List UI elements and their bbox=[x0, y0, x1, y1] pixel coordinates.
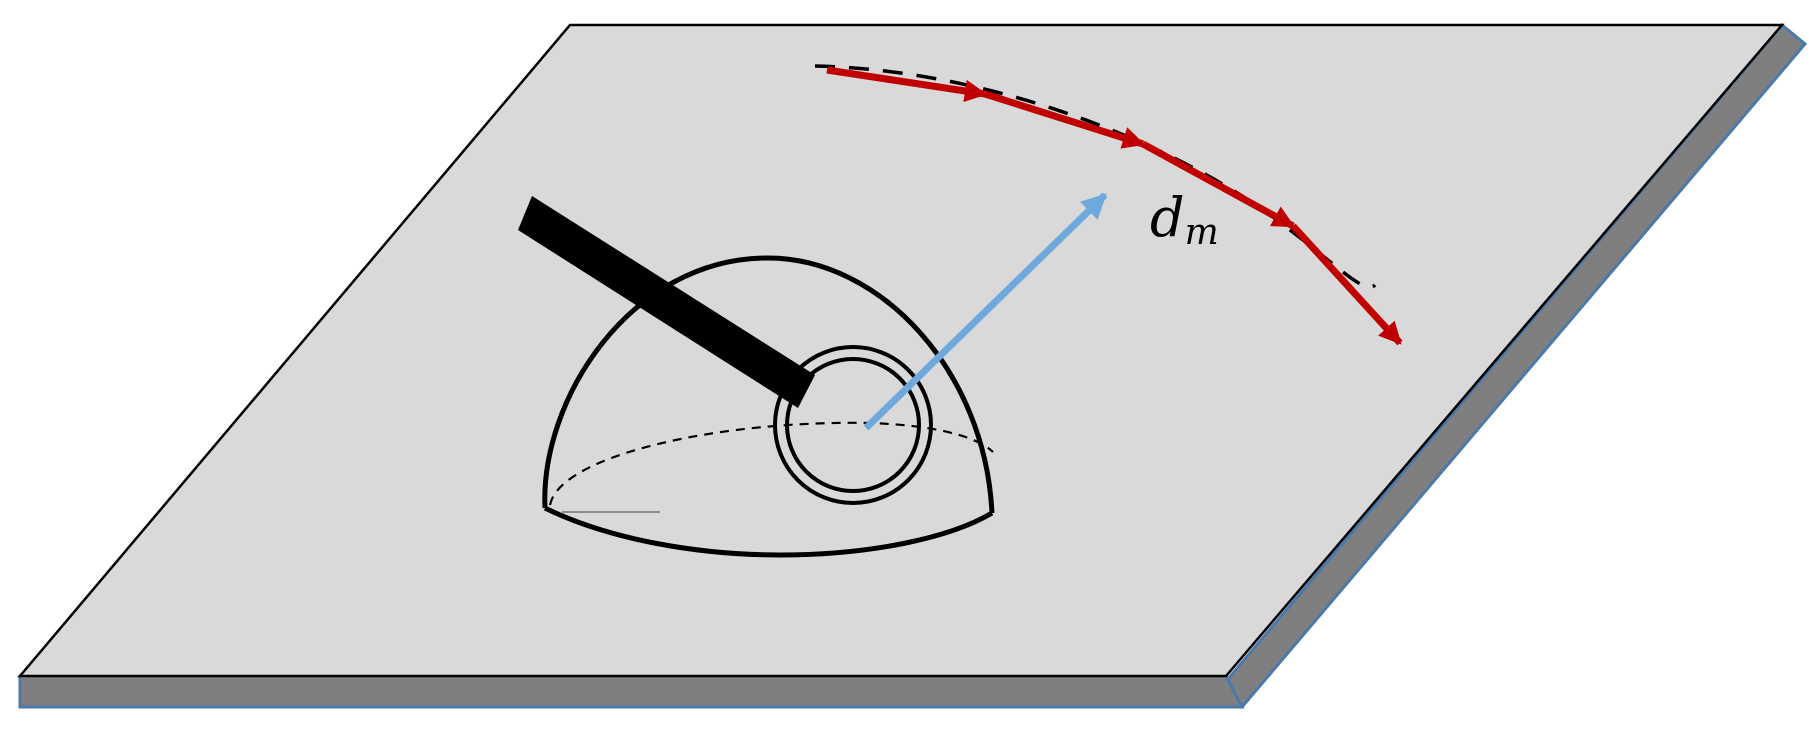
plate-front-edge bbox=[18, 674, 1245, 709]
arc-label-subscript: m bbox=[1185, 212, 1219, 253]
dome-base-back-dashed bbox=[548, 421, 994, 506]
arc-label: dm bbox=[1150, 186, 1219, 253]
hemisphere-dome bbox=[542, 255, 995, 514]
black-rod bbox=[518, 196, 815, 408]
arc-label-main: d bbox=[1150, 186, 1185, 249]
blue-arrow bbox=[863, 192, 1108, 431]
double-ring-outer bbox=[773, 345, 933, 505]
red-arrow-chain bbox=[826, 66, 1403, 346]
red-arrow-1 bbox=[826, 66, 988, 103]
double-ring-inner bbox=[785, 357, 921, 493]
plate-top bbox=[17, 23, 1785, 678]
red-arrow-3 bbox=[1141, 140, 1295, 230]
dome-base-front bbox=[543, 505, 994, 558]
red-arrow-4 bbox=[1290, 223, 1403, 346]
red-arrow-2 bbox=[983, 90, 1146, 149]
